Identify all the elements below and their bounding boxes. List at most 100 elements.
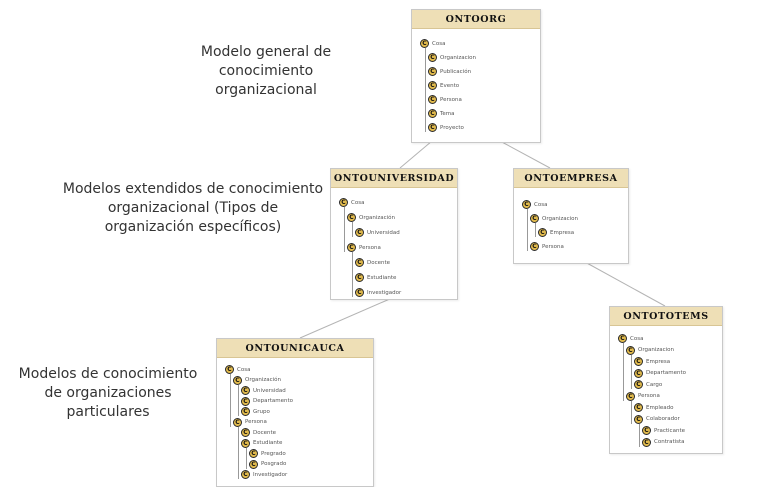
class-label: Proyecto: [440, 124, 464, 131]
class-icon: C: [225, 365, 234, 374]
class-icon: C: [642, 437, 651, 447]
caption-particular-models: Modelos de conocimiento de organizacione…: [18, 366, 198, 420]
class-icon: C: [634, 357, 643, 366]
class-icon: C: [522, 200, 531, 209]
tree-guide-line: [229, 374, 231, 427]
class-icon: C: [626, 345, 635, 355]
class-label: Tema: [440, 110, 455, 117]
class-label: Pregrado: [261, 450, 286, 457]
class-label: Cosa: [630, 335, 644, 342]
class-label: Posgrado: [261, 461, 287, 467]
class-icon: C: [355, 228, 364, 237]
class-icon: C: [428, 67, 437, 76]
class-label: Cosa: [237, 366, 251, 373]
class-icon: C: [634, 368, 643, 378]
class-label: Persona: [638, 393, 660, 399]
class-label: Universidad: [367, 229, 400, 236]
caption-general-model: Modelo general de conocimiento organizac…: [200, 44, 332, 98]
class-label: Organizacion: [638, 347, 675, 353]
class-icon: C: [642, 426, 651, 435]
class-icon: C: [355, 288, 364, 297]
class-label: Persona: [245, 419, 267, 425]
class-label: Persona: [542, 243, 564, 250]
tree-guide-line: [351, 252, 353, 297]
class-icon: C: [347, 213, 356, 222]
connector-ontouniversidad-ontounicauca: [299, 297, 393, 339]
class-icon: C: [634, 414, 643, 424]
class-label: Empresa: [550, 229, 575, 236]
class-icon: C: [355, 273, 364, 282]
ontology-title: ONTOEMPRESA: [514, 169, 628, 188]
class-label: Persona: [359, 244, 381, 251]
connector-ontoorg-ontoempresa: [499, 140, 551, 169]
class-icon: C: [249, 459, 258, 469]
tree-guide-line: [237, 426, 239, 479]
tree-guide-line: [526, 209, 528, 251]
class-icon: C: [626, 391, 635, 401]
class-icon: C: [428, 53, 437, 62]
tree-guide-line: [622, 343, 624, 401]
class-icon: C: [249, 449, 258, 458]
tree-guide-line: [638, 423, 640, 447]
class-label: Investigador: [367, 289, 402, 296]
class-label: Publicación: [440, 68, 472, 75]
ontology-title: ONTOUNIVERSIDAD: [331, 169, 457, 188]
class-icon: C: [634, 403, 643, 412]
class-label: Organización: [359, 214, 396, 221]
class-icon: C: [530, 242, 539, 251]
class-icon: C: [428, 109, 437, 118]
class-label: Colaborador: [646, 416, 680, 422]
class-icon: C: [428, 123, 437, 132]
tree-guide-line: [343, 207, 345, 252]
class-label: Organizacion: [542, 215, 579, 222]
class-label: Universidad: [253, 387, 286, 394]
class-label: Empresa: [646, 358, 671, 365]
class-label: Evento: [440, 82, 460, 89]
tree-guide-line: [630, 354, 632, 389]
class-icon: C: [538, 228, 547, 237]
class-label: Practicante: [654, 427, 685, 434]
class-label: Cosa: [432, 40, 446, 47]
tree-guide-line: [424, 48, 426, 132]
connector-ontoempresa-ontototems: [584, 261, 666, 307]
class-label: Docente: [253, 429, 277, 436]
class-label: Persona: [440, 96, 462, 103]
class-icon: C: [355, 258, 364, 267]
class-icon: C: [241, 470, 250, 479]
class-label: Investigador: [253, 471, 288, 478]
class-icon: C: [428, 95, 437, 104]
class-icon: C: [241, 386, 250, 395]
connector-ontoorg-ontouniversidad: [399, 140, 433, 169]
class-label: Grupo: [253, 408, 270, 415]
ontology-title: ONTOORG: [412, 10, 540, 29]
